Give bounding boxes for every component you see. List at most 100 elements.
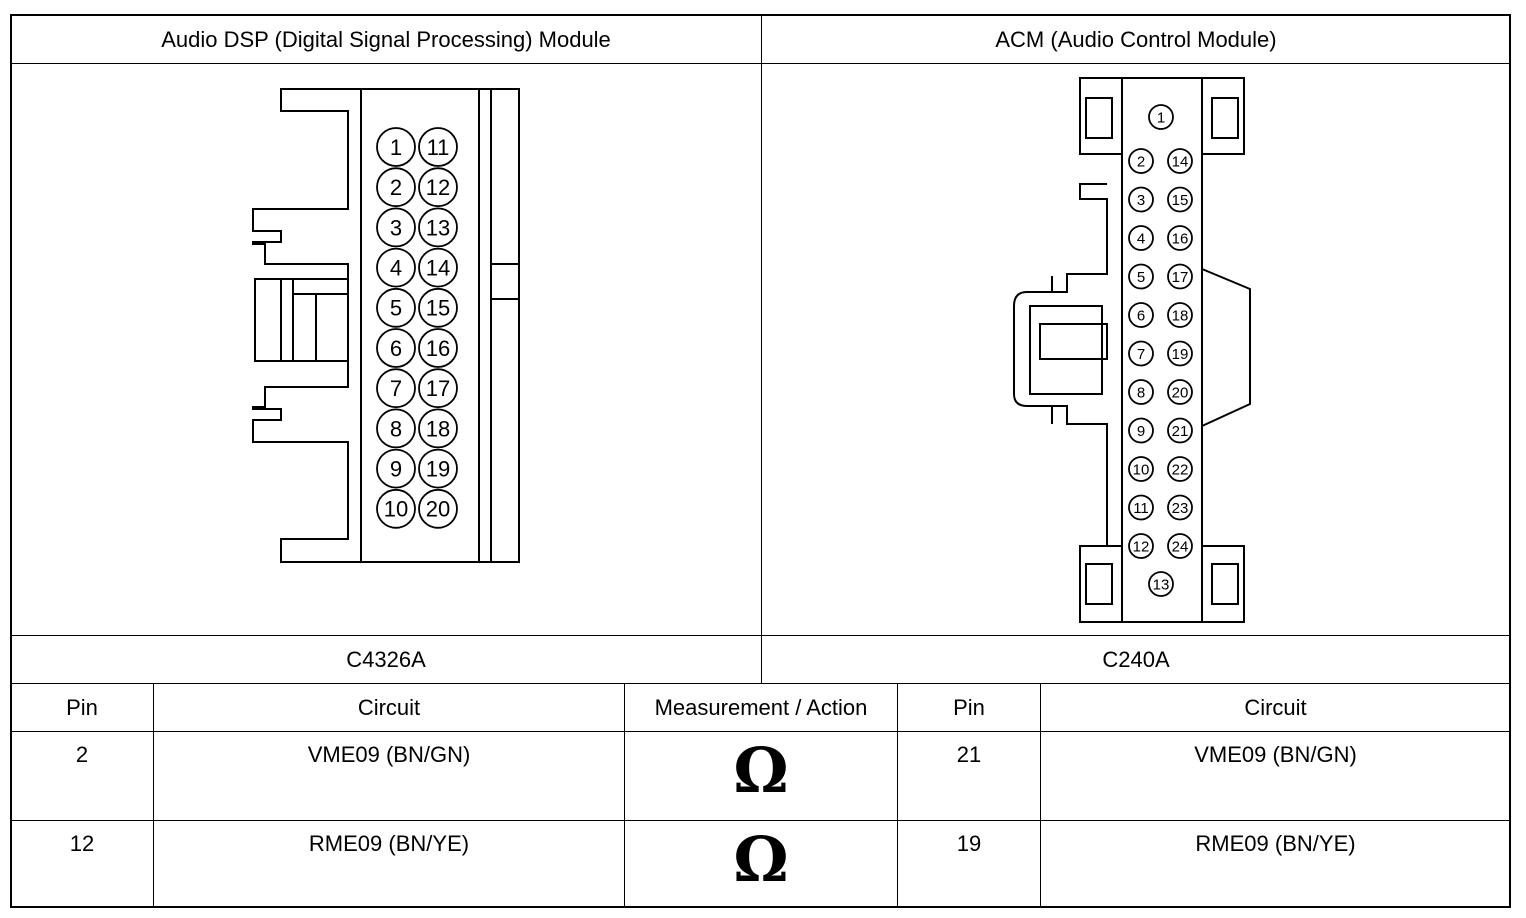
svg-text:13: 13 (426, 215, 450, 240)
pin-4: 4 (376, 247, 416, 288)
pin-6: 6 (376, 328, 416, 368)
svg-text:16: 16 (426, 336, 450, 361)
svg-text:5: 5 (1137, 269, 1145, 286)
pin-4: 4 (1128, 225, 1154, 251)
divider (11, 820, 1510, 821)
svg-text:19: 19 (426, 457, 450, 482)
left-connector-id: C4326A (346, 646, 426, 672)
divider (153, 684, 154, 907)
svg-text:9: 9 (390, 457, 402, 482)
pin-11: 11 (1128, 494, 1154, 521)
pin-22: 22 (1167, 456, 1193, 482)
pin-9: 9 (1128, 417, 1154, 444)
svg-text:8: 8 (1137, 384, 1145, 401)
pin-7: 7 (376, 368, 416, 409)
ohm-measurement-icon: Ω (733, 734, 789, 807)
svg-text:2: 2 (390, 175, 402, 200)
header-measurement-action: Measurement / Action (654, 694, 868, 720)
pin-20: 20 (1167, 379, 1193, 405)
pin-23: 23 (1167, 494, 1193, 521)
svg-text:22: 22 (1172, 461, 1189, 478)
pin-2: 2 (1128, 148, 1154, 174)
svg-text:11: 11 (427, 135, 450, 160)
svg-text:5: 5 (390, 296, 402, 321)
left-module-title: Audio DSP (Digital Signal Processing) Mo… (161, 26, 611, 52)
svg-text:16: 16 (1172, 230, 1189, 247)
divider (1040, 684, 1041, 907)
right-connector-id: C240A (1102, 646, 1170, 672)
svg-text:4: 4 (1137, 230, 1145, 247)
svg-text:18: 18 (426, 416, 450, 441)
table-row-1-pin-b: 21 (956, 742, 982, 767)
pin-17: 17 (1167, 263, 1193, 290)
pin-11: 11 (418, 127, 458, 167)
pin-15: 15 (418, 287, 458, 328)
svg-text:10: 10 (1133, 461, 1150, 478)
header-circuit-a: Circuit (357, 694, 421, 720)
svg-text:20: 20 (426, 497, 450, 522)
svg-text:8: 8 (390, 416, 402, 441)
pin-8: 8 (376, 408, 416, 449)
pin-20: 20 (418, 488, 458, 529)
diagram-frame (10, 14, 1511, 908)
svg-text:20: 20 (1172, 384, 1189, 401)
svg-text:12: 12 (426, 175, 450, 200)
pin-24: 24 (1167, 533, 1193, 559)
svg-text:3: 3 (1137, 192, 1145, 209)
ohm-measurement-icon: Ω (733, 823, 789, 896)
divider (11, 731, 1510, 732)
header-pin-a: Pin (66, 694, 98, 720)
pin-21: 21 (1167, 417, 1193, 444)
pin-3: 3 (1128, 186, 1154, 213)
pin-7: 7 (1128, 340, 1154, 367)
pin-12: 12 (1128, 533, 1154, 559)
pin-12: 12 (418, 167, 458, 208)
table-row-2-circuit-b: RME09 (BN/YE) (1195, 831, 1356, 856)
table-row-1-circuit-b: VME09 (BN/GN) (1194, 742, 1357, 767)
svg-text:18: 18 (1172, 307, 1189, 324)
svg-text:10: 10 (384, 497, 408, 522)
pin-6: 6 (1128, 302, 1154, 328)
pin-5: 5 (376, 287, 416, 328)
table-row-2-pin-a: 12 (69, 831, 95, 856)
svg-text:1: 1 (1157, 109, 1165, 126)
pin-3: 3 (376, 207, 416, 248)
pin-19: 19 (418, 448, 458, 489)
pin-13: 13 (418, 207, 458, 248)
pin-14: 14 (418, 247, 458, 288)
divider (11, 683, 1510, 684)
pin-10: 10 (1128, 456, 1154, 482)
svg-text:9: 9 (1137, 423, 1145, 440)
divider (761, 15, 762, 684)
pin-15: 15 (1167, 186, 1193, 213)
pin-1: 1 (1148, 104, 1174, 130)
svg-text:23: 23 (1172, 500, 1189, 517)
svg-text:12: 12 (1133, 538, 1150, 555)
header-circuit-b: Circuit (1244, 694, 1307, 720)
pin-16: 16 (1167, 225, 1193, 251)
svg-text:14: 14 (1172, 153, 1189, 170)
right-module-title: ACM (Audio Control Module) (995, 26, 1277, 52)
table-row-1-circuit-a: VME09 (BN/GN) (307, 742, 471, 767)
svg-text:11: 11 (1133, 500, 1149, 517)
svg-text:15: 15 (1172, 192, 1189, 209)
pin-2: 2 (376, 167, 416, 208)
svg-text:3: 3 (390, 215, 402, 240)
pin-10: 10 (376, 488, 416, 529)
pin-5: 5 (1128, 263, 1154, 290)
svg-text:6: 6 (1137, 307, 1145, 324)
pin-17: 17 (418, 368, 458, 409)
svg-text:14: 14 (426, 256, 450, 281)
svg-text:13: 13 (1153, 576, 1170, 593)
svg-text:17: 17 (426, 376, 450, 401)
svg-text:1: 1 (390, 135, 402, 160)
svg-text:15: 15 (426, 296, 450, 321)
pin-13: 13 (1148, 571, 1174, 597)
svg-text:6: 6 (390, 336, 402, 361)
divider (11, 635, 1510, 636)
svg-text:24: 24 (1172, 538, 1189, 555)
header-pin-b: Pin (953, 694, 985, 720)
table-row-2-circuit-a: RME09 (BN/YE) (308, 831, 470, 856)
